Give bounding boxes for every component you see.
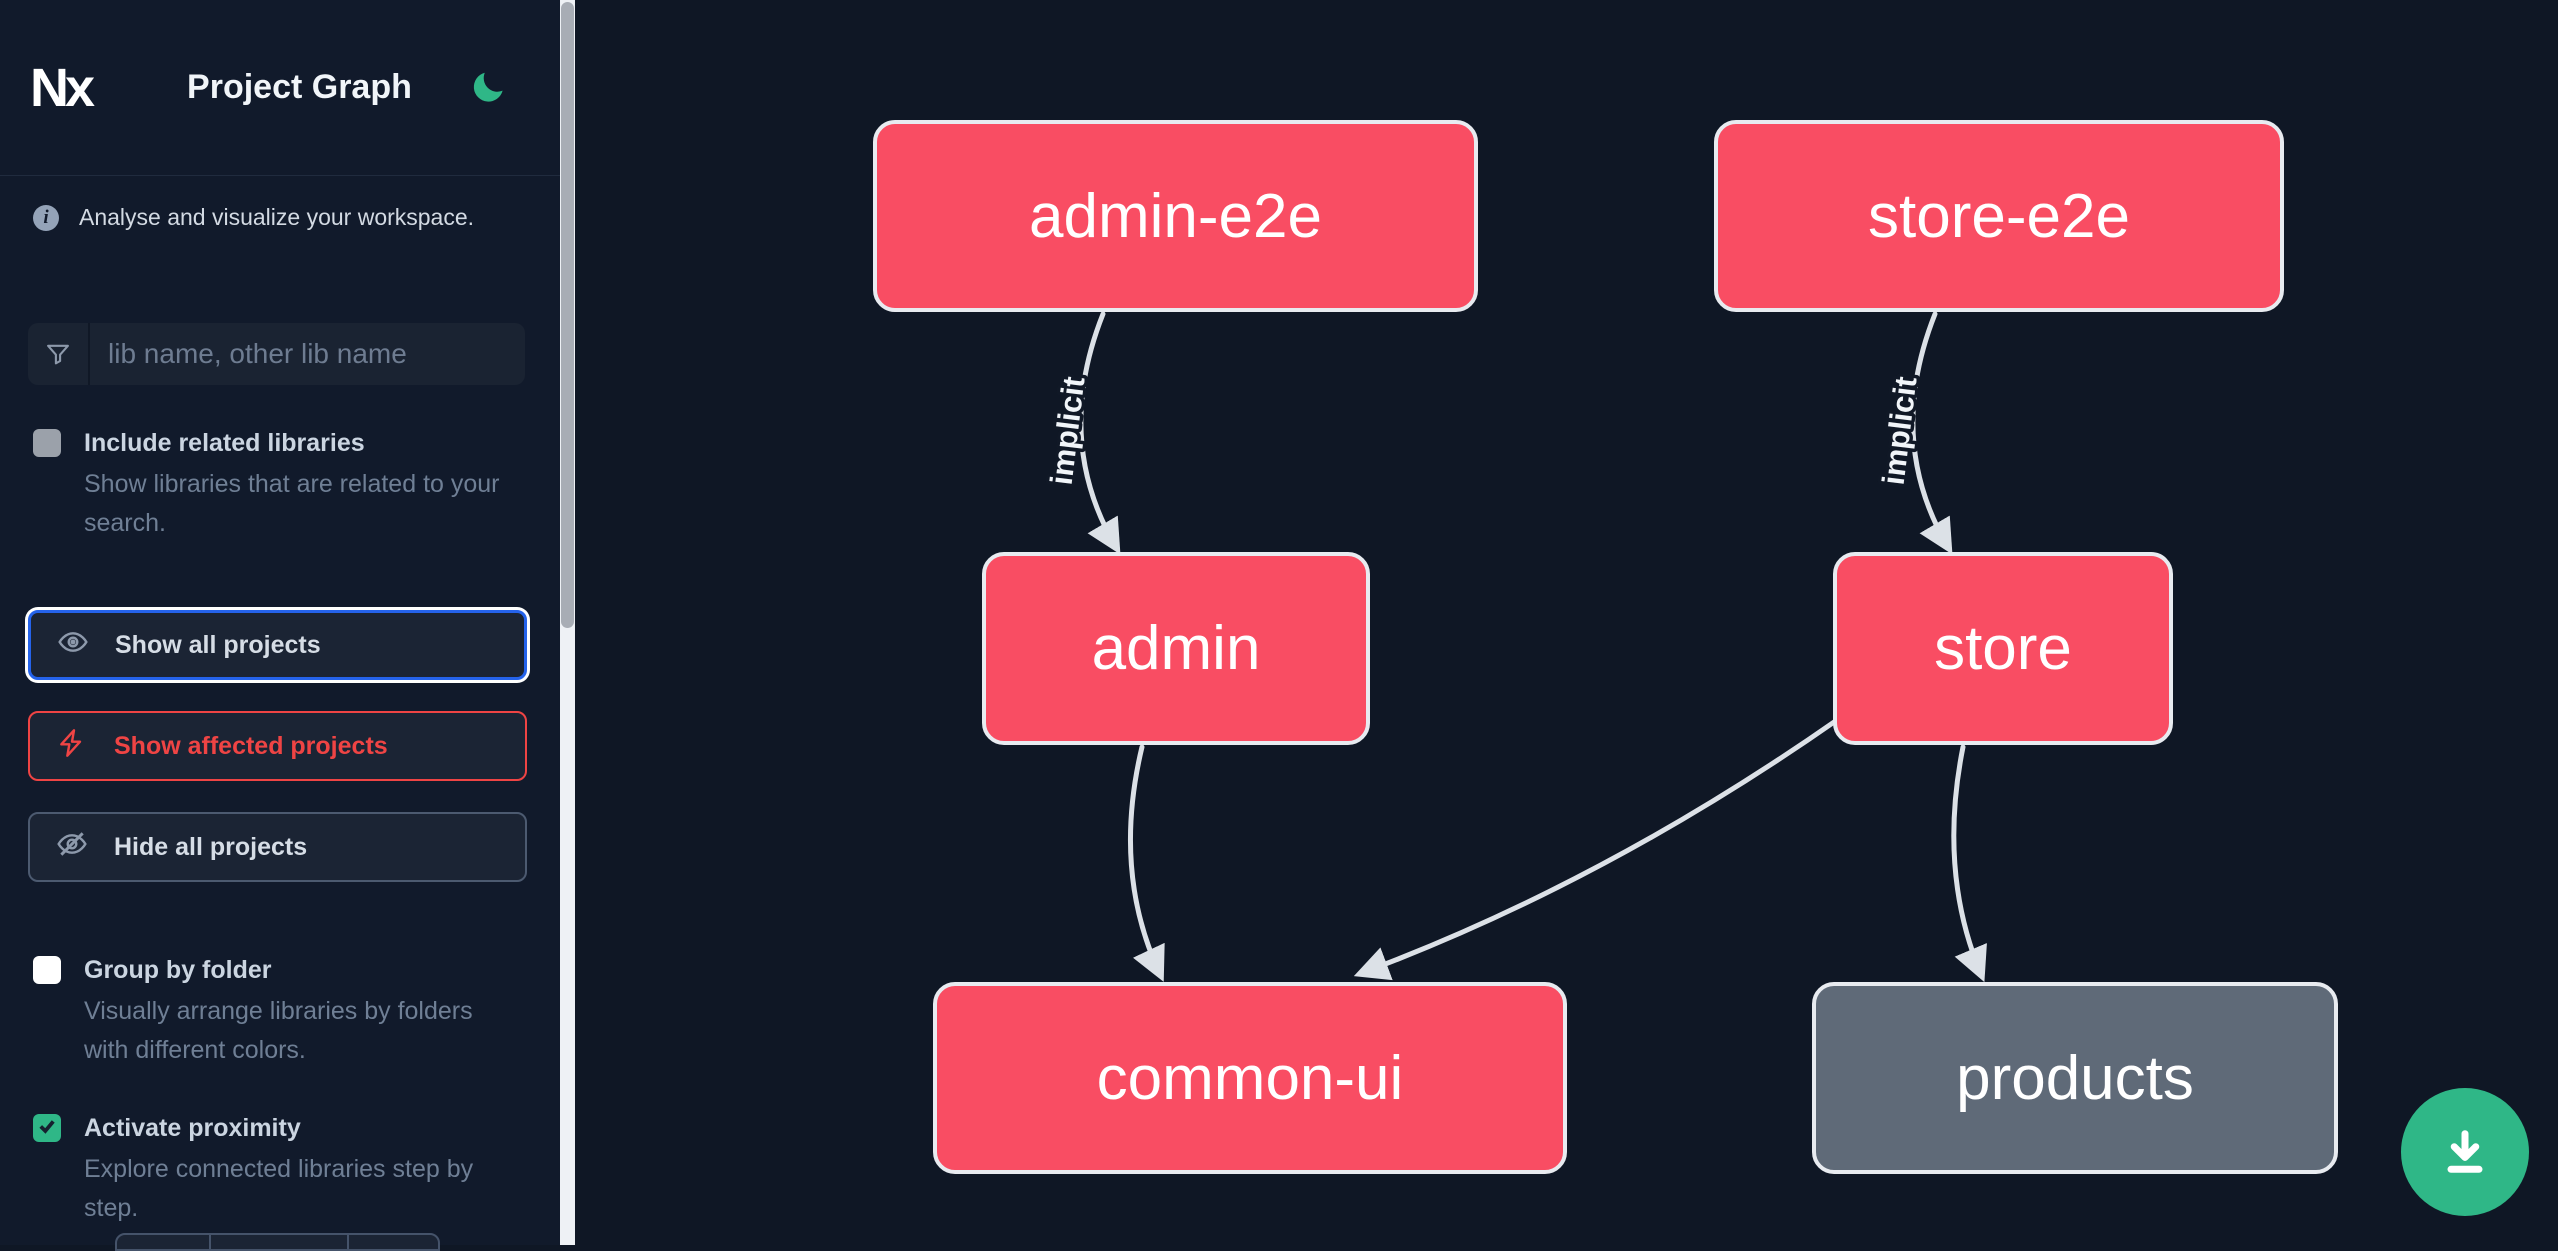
download-button[interactable] [2401, 1088, 2529, 1216]
sidebar: Nx Project Graph i Analyse and visualize… [0, 0, 560, 1251]
button-label: Show affected projects [114, 731, 388, 760]
page-title: Project Graph [187, 68, 412, 106]
graph-node-store[interactable]: store [1833, 552, 2173, 745]
option-description: Visually arrange libraries by folders wi… [84, 997, 473, 1064]
stepper-segment-value[interactable] [211, 1235, 350, 1249]
graph-node-admin-e2e[interactable]: admin-e2e [873, 120, 1478, 312]
option-description: Explore connected libraries step by step… [84, 1155, 474, 1222]
option-label: Activate proximity [84, 1114, 301, 1142]
option-label: Include related libraries [84, 429, 365, 457]
graph-node-admin[interactable]: admin [982, 552, 1370, 745]
tagline-row: i Analyse and visualize your workspace. [33, 204, 530, 231]
edge-admin-to-common-ui [1127, 744, 1165, 982]
stepper-segment-increase[interactable] [349, 1235, 438, 1249]
button-label: Hide all projects [114, 832, 308, 861]
checkbox-activate-proximity[interactable] [33, 1114, 61, 1142]
graph-node-products[interactable]: products [1812, 982, 2338, 1174]
edge-store-to-products [1951, 744, 1987, 983]
nx-logo[interactable]: Nx [30, 57, 95, 118]
info-icon: i [33, 204, 59, 231]
moon-icon [470, 68, 506, 107]
button-label: Show all projects [115, 630, 321, 659]
eye-off-icon [56, 828, 88, 867]
option-label: Group by folder [84, 956, 272, 984]
tagline-text: Analyse and visualize your workspace. [79, 204, 475, 230]
scrollbar-thumb[interactable] [561, 2, 574, 628]
graph-node-common-ui[interactable]: common-ui [933, 982, 1567, 1174]
sidebar-header: Nx Project Graph [0, 0, 560, 176]
stepper-segment-decrease[interactable] [117, 1235, 211, 1249]
edge-store-to-common-ui [1353, 717, 1840, 981]
sidebar-scrollbar[interactable] [560, 0, 575, 1245]
edge-admin-e2e-to-admin [1078, 311, 1121, 555]
search-box [28, 323, 525, 385]
edge-store-e2e-to-store [1910, 311, 1953, 555]
show-all-projects-button[interactable]: Show all projects [28, 610, 527, 680]
checkbox-group-by-folder[interactable] [33, 956, 61, 984]
eye-icon [57, 626, 89, 665]
download-icon [2437, 1123, 2493, 1182]
option-include-related: Include related libraries Show libraries… [33, 427, 560, 543]
option-group-by-folder: Group by folder Visually arrange librari… [33, 954, 560, 1070]
proximity-stepper [115, 1233, 440, 1251]
hide-all-projects-button[interactable]: Hide all projects [28, 812, 527, 882]
dark-mode-toggle[interactable] [470, 68, 506, 107]
show-affected-projects-button[interactable]: Show affected projects [28, 711, 527, 781]
checkmark-icon [37, 1116, 57, 1141]
option-description: Show libraries that are related to your … [84, 470, 500, 537]
graph-node-store-e2e[interactable]: store-e2e [1714, 120, 2284, 312]
checkbox-include-related[interactable] [33, 429, 61, 457]
filter-funnel-icon [28, 323, 90, 385]
bolt-icon [56, 727, 88, 766]
option-activate-proximity: Activate proximity Explore connected lib… [33, 1112, 560, 1228]
search-input[interactable] [90, 323, 525, 385]
